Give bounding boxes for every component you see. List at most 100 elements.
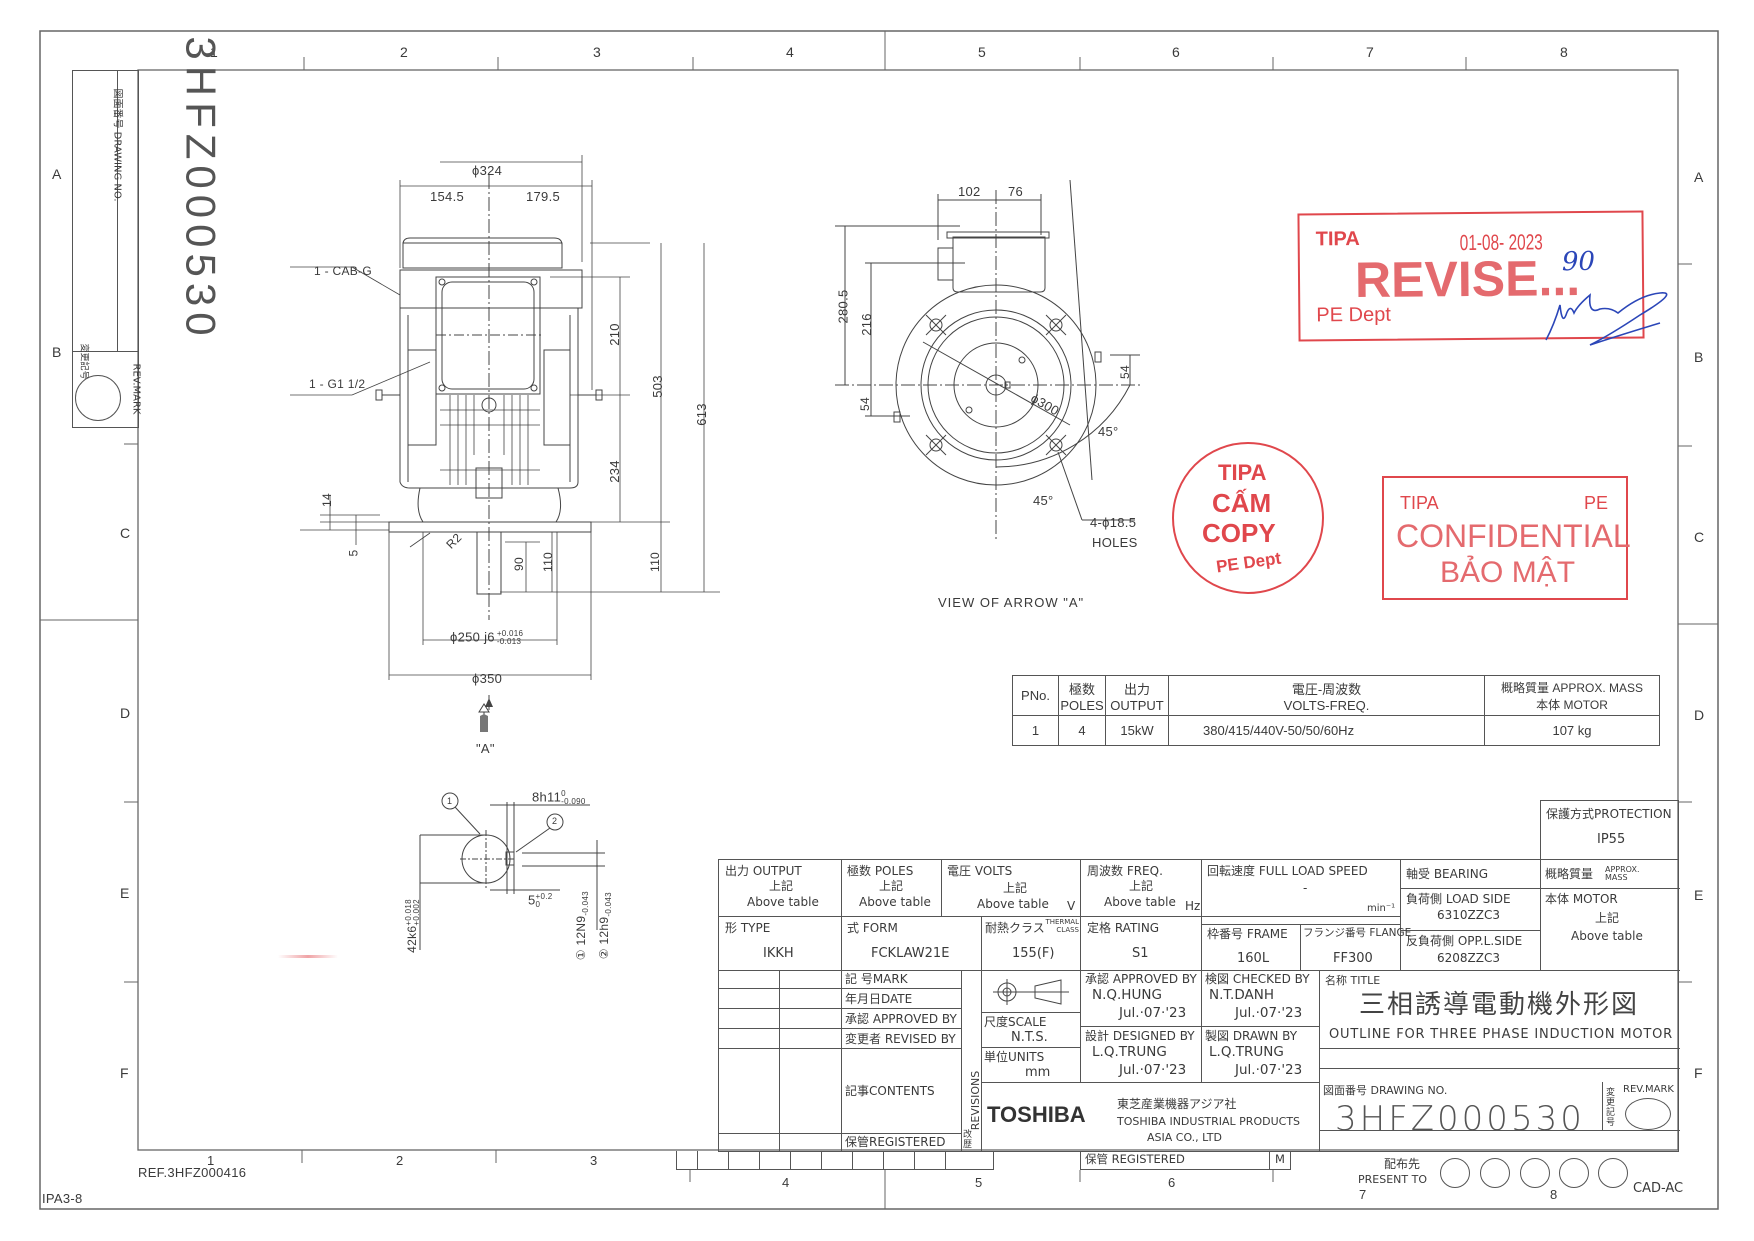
thermal-value: 155(F) (1012, 946, 1055, 961)
header-poles-en: POLES (1060, 697, 1104, 713)
confidential-stamp-line1: CONFIDENTIAL (1396, 518, 1631, 554)
mass-label-en: APPROX. MASS (1605, 865, 1640, 882)
poles-label: 極数 POLES (847, 864, 914, 878)
present-to-circle-5[interactable] (1598, 1158, 1628, 1188)
mass-label: 概略質量 (1545, 867, 1594, 881)
units-value: mm (1025, 1065, 1051, 1080)
type-value: IKKH (763, 946, 794, 961)
header-output-en: OUTPUT (1110, 697, 1164, 713)
keyway-note-1-tol: -0.043 (581, 891, 591, 916)
keyway-depth-tol-up: +0.2 (535, 892, 553, 901)
cad-code: CAD-AC (1633, 1181, 1684, 1196)
zone-row-e-right: E (1694, 887, 1704, 903)
designed-by-name: L.Q.TRUNG (1092, 1044, 1167, 1060)
header-mass-jp: 概略質量 APPROX. MASS (1500, 680, 1644, 695)
title-label: 名称 TITLE (1325, 974, 1381, 987)
rev-mark-label: REV.MARK (1623, 1084, 1674, 1095)
rating-label: 定格 RATING (1087, 921, 1160, 935)
designed-by-label: 設計 DESIGNED BY (1085, 1029, 1195, 1043)
motor-jp: 上記 (1595, 911, 1620, 925)
checked-by-label: 検図 CHECKED BY (1205, 972, 1310, 986)
mark-label: 記 号MARK (845, 972, 908, 986)
motor-label: 本体 MOTOR (1545, 892, 1618, 906)
title-jp: 三相誘導電動機外形図 (1359, 990, 1640, 1020)
header-pno: PNo. (1012, 675, 1059, 716)
present-to-circle-3[interactable] (1520, 1158, 1550, 1188)
confidential-stamp: TIPA PE CONFIDENTIAL BẢO MẬT (1382, 476, 1631, 600)
flange-label: フランジ番号 FLANGE (1303, 927, 1412, 939)
dim-phi350: ϕ350 (472, 671, 503, 686)
signature (1545, 292, 1668, 346)
shaft-tol-low: +0.002 (411, 899, 421, 926)
dim-179-5: 179.5 (526, 189, 561, 204)
bottom-m-label: M (1275, 1152, 1285, 1166)
dim-phi324: ϕ324 (472, 163, 503, 178)
speed-unit: min⁻¹ (1367, 903, 1396, 914)
output-label: 出力 OUTPUT (725, 864, 802, 878)
confidential-stamp-dept: PE (1584, 493, 1609, 513)
volts-jp: 上記 (1003, 881, 1028, 895)
company-en-1: TOSHIBA INDUSTRIAL PRODUCTS (1117, 1115, 1301, 1128)
zone-col-8: 8 (1560, 44, 1569, 60)
keyway-note-1: ① 12N9-0.043 (574, 891, 591, 960)
callout-1: 1 (447, 796, 453, 806)
header-output-jp: 出力 (1123, 681, 1150, 697)
dim-54-left: 54 (857, 397, 872, 411)
company-jp: 東芝産業機器アジア社 (1117, 1097, 1237, 1111)
dim-76: 76 (1008, 184, 1024, 199)
present-to-circle-2[interactable] (1480, 1158, 1510, 1188)
zone-row-d: D (120, 705, 131, 721)
cell-pno: 1 (1012, 715, 1059, 746)
dim-110-shaft: 110 (541, 551, 556, 573)
zone-bottom-8: 8 (1550, 1187, 1558, 1202)
zone-bottom-5: 5 (975, 1175, 983, 1190)
cell-volts-freq: 380/415/440V-50/50/60Hz (1168, 715, 1485, 746)
confidential-stamp-org: TIPA (1400, 493, 1439, 513)
dim-234: 234 (606, 460, 622, 483)
opp-side-value: 6208ZZC3 (1437, 951, 1500, 965)
dim-14: 14 (319, 493, 334, 507)
revise-stamp-org: TIPA (1315, 227, 1360, 251)
keyway-depth-tol-low: 0 (535, 900, 541, 909)
header-volts-freq-jp: 電圧-周波数 (1291, 681, 1362, 697)
no-copy-stamp-line1: CẤM (1212, 488, 1272, 518)
shaft-diameter-value: 42k6 (405, 925, 420, 953)
flange-value: FF300 (1333, 951, 1373, 966)
drawing-no-label: 図面番号 DRAWING NO. (1323, 1084, 1448, 1097)
registered-label: 保管REGISTERED (845, 1135, 946, 1149)
cell-output: 15kW (1105, 715, 1169, 746)
frame-value: 160L (1237, 951, 1270, 966)
zone-bottom-3: 3 (590, 1153, 598, 1168)
present-to-circle-4[interactable] (1559, 1158, 1589, 1188)
scale-label: 尺度SCALE (984, 1015, 1047, 1029)
motor-value: Above table (1571, 929, 1643, 943)
side-drawing-number-label: 図面番号 DRAWING NO. (111, 88, 123, 202)
zone-row-e: E (120, 885, 130, 901)
zone-col-7: 7 (1366, 44, 1375, 60)
cell-mass: 107 kg (1484, 715, 1660, 746)
zone-col-3: 3 (593, 44, 602, 60)
load-side-label: 負荷側 LOAD SIDE (1406, 892, 1511, 906)
dim-5: 5 (346, 549, 361, 557)
table-row: 1 4 15kW 380/415/440V-50/50/60Hz 107 kg (1012, 715, 1660, 746)
present-to-circle-1[interactable] (1440, 1158, 1470, 1188)
scan-artifact (278, 955, 338, 958)
dim-210: 210 (606, 323, 622, 346)
sheet-code: IPA3-8 (42, 1191, 83, 1206)
approved-by-label: 承認 APPROVED BY (1085, 972, 1197, 986)
dim-54-right: 54 (1117, 365, 1132, 379)
frame-label: 枠番号 FRAME (1207, 927, 1288, 941)
title-block: 記 号MARK 年月日DATE 承認 APPROVED BY 変更者 REVIS… (718, 970, 1680, 1152)
side-rev-mark-circle (75, 375, 121, 421)
output-jp: 上記 (769, 879, 794, 893)
revise-stamp-dept: PE Dept (1316, 303, 1391, 327)
approved-date: Jul.·07·'23 (1119, 1005, 1187, 1021)
poles-jp: 上記 (879, 879, 904, 893)
header-poles-jp: 極数 (1068, 681, 1095, 697)
keyway-note-2: ② 12h9-0.043 (597, 892, 613, 959)
form-label: 式 FORM (847, 921, 898, 935)
dim-613: 613 (693, 403, 709, 426)
company-en-2: ASIA CO., LTD (1147, 1131, 1222, 1144)
